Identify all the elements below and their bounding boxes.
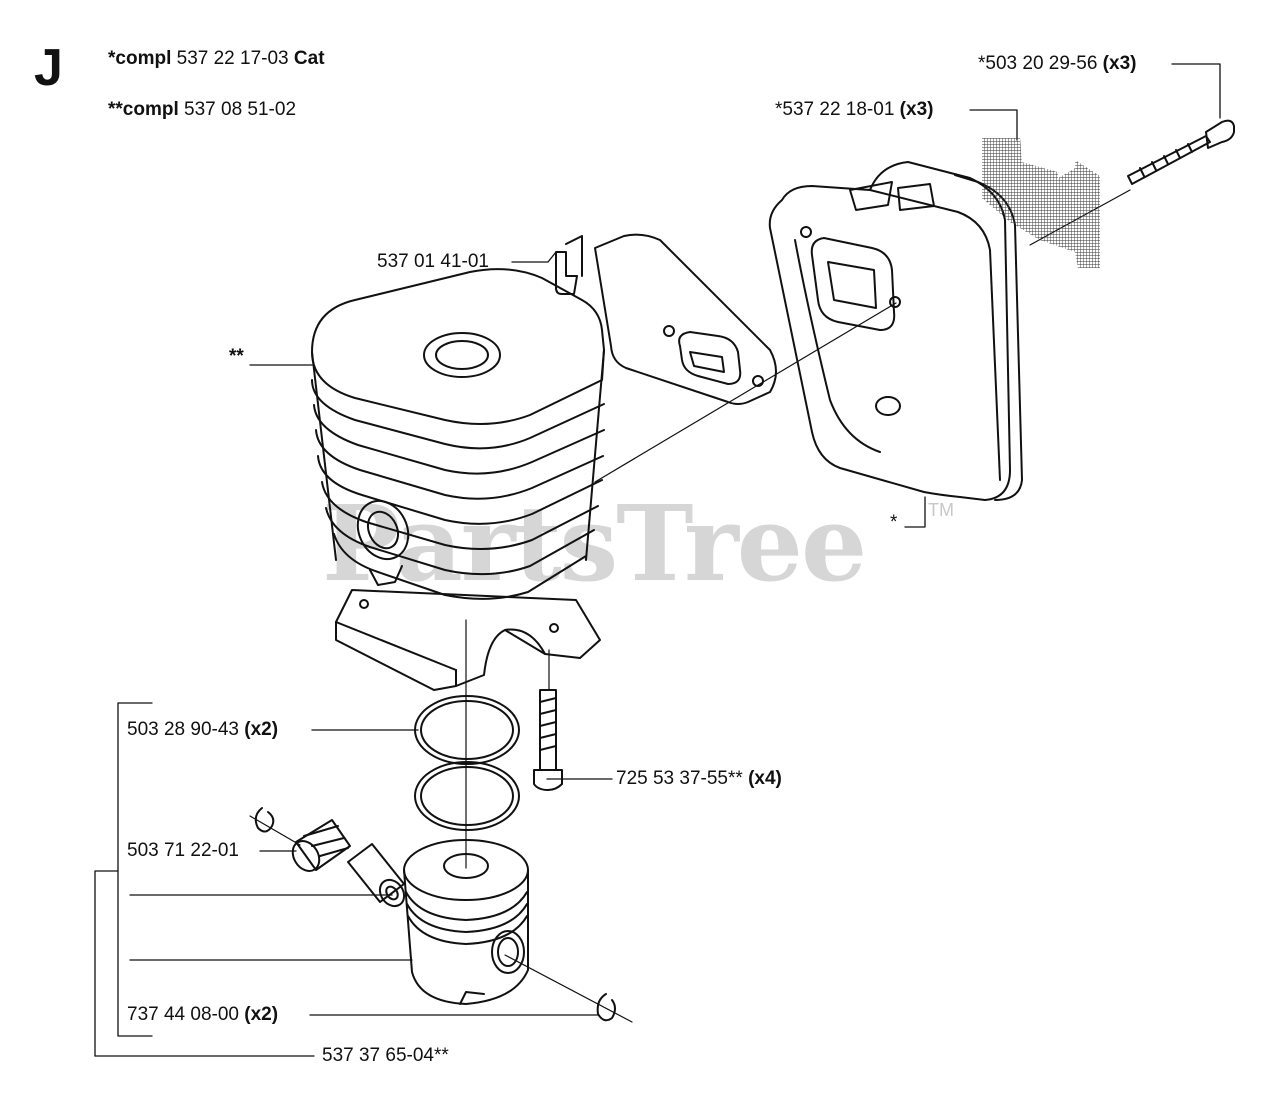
circlip-left bbox=[254, 807, 275, 833]
piston-pin bbox=[347, 843, 406, 908]
label-spark-screen: *537 22 18-01 (x3) bbox=[775, 99, 933, 121]
label-piston-rings-qty: (x2) bbox=[244, 719, 279, 740]
label-piston-assembly-number: 537 37 65-04** bbox=[322, 1045, 449, 1066]
label-circlip-qty: (x2) bbox=[244, 1004, 279, 1025]
label-needle-bearing-number: 503 71 22-01 bbox=[127, 840, 239, 861]
header-compl2-prefix: **compl bbox=[108, 99, 179, 120]
heat-shield bbox=[555, 233, 777, 405]
label-circlip: 737 44 08-00 (x2) bbox=[127, 1004, 278, 1026]
leader-lines bbox=[94, 63, 1221, 1057]
muffler-screw bbox=[1127, 119, 1235, 185]
label-spark-screen-qty: (x3) bbox=[899, 99, 934, 120]
spark-screen bbox=[982, 138, 1100, 268]
assembly-axes bbox=[249, 189, 1131, 1023]
label-piston-assembly: 537 37 65-04** bbox=[322, 1045, 449, 1067]
header-compl-cat: *compl 537 22 17-03 Cat bbox=[108, 48, 325, 70]
header-compl-prefix: *compl bbox=[108, 48, 172, 69]
label-muffler-mark: * bbox=[890, 512, 898, 533]
header-compl-suffix: Cat bbox=[293, 48, 325, 69]
label-needle-bearing: 503 71 22-01 bbox=[127, 840, 239, 862]
muffler bbox=[768, 161, 1023, 501]
watermark-trademark: TM bbox=[928, 500, 954, 520]
piston-ring-lower bbox=[414, 761, 520, 831]
label-cylinder-screw: 725 53 37-55** (x4) bbox=[616, 768, 782, 790]
label-heat-shield-number: 537 01 41-01 bbox=[377, 251, 489, 272]
label-circlip-number: 737 44 08-00 bbox=[127, 1004, 239, 1025]
header-compl-cylinder: **compl 537 08 51-02 bbox=[108, 99, 296, 121]
header-compl-number: 537 22 17-03 bbox=[176, 48, 289, 69]
label-cylinder-screw-number: 725 53 37-55** bbox=[616, 768, 743, 789]
label-piston-rings-number: 503 28 90-43 bbox=[127, 719, 239, 740]
piston-ring-upper bbox=[414, 695, 520, 765]
needle-bearing bbox=[291, 819, 351, 872]
label-cylinder: ** bbox=[229, 346, 244, 368]
cylinder bbox=[311, 268, 605, 691]
label-piston-rings: 503 28 90-43 (x2) bbox=[127, 719, 278, 741]
label-heat-shield: 537 01 41-01 bbox=[377, 251, 489, 273]
piston bbox=[403, 839, 529, 1005]
circlip-right bbox=[596, 993, 616, 1022]
label-muffler: * bbox=[890, 512, 897, 534]
label-cylinder-mark: ** bbox=[229, 346, 244, 367]
section-letter: J bbox=[34, 39, 63, 97]
label-spark-screen-number: *537 22 18-01 bbox=[775, 99, 895, 120]
header-compl2-number: 537 08 51-02 bbox=[184, 99, 297, 120]
label-muffler-screw: *503 20 29-56 (x3) bbox=[978, 53, 1136, 75]
label-muffler-screw-number: *503 20 29-56 bbox=[978, 53, 1098, 74]
label-cylinder-screw-qty: (x4) bbox=[748, 768, 782, 789]
cylinder-screw bbox=[533, 689, 563, 791]
label-muffler-screw-qty: (x3) bbox=[1102, 53, 1137, 74]
